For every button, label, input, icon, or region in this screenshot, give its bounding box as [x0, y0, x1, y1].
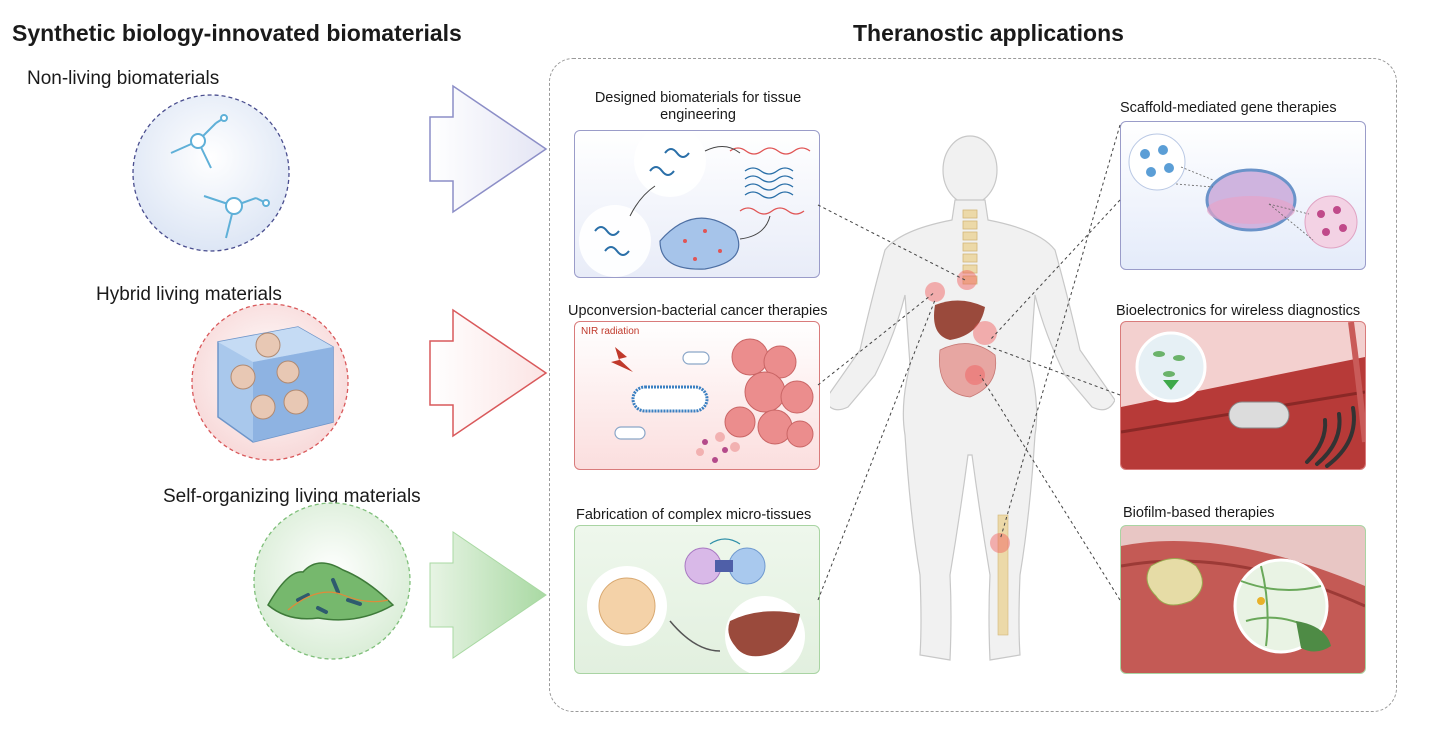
- panel-gene-therapies: [1120, 121, 1366, 270]
- organoid-liver-illustration: [587, 538, 805, 673]
- panel-title-gene: Scaffold-mediated gene therapies: [1120, 100, 1337, 116]
- applications-frame: [549, 58, 1397, 712]
- lightning-icon: [611, 347, 633, 372]
- arrow-red: [429, 308, 548, 438]
- non-living-circle: [132, 94, 290, 252]
- molecule-icon: [170, 114, 270, 239]
- leg-bone-icon: [997, 514, 1009, 636]
- panel-tissue-engineering: [574, 130, 820, 278]
- left-heading: Synthetic biology-innovated biomaterials: [12, 20, 462, 46]
- hydrogel-network-illustration: [579, 131, 811, 277]
- bacteria-tumor-illustration: [611, 338, 814, 463]
- biofilm-icon: [267, 562, 395, 621]
- self-organizing-circle: [253, 502, 411, 660]
- scaffold-virus-illustration: [1128, 133, 1358, 249]
- arrow-purple: [429, 84, 548, 214]
- panel-title-tissue: Designed biomaterials for tissue enginee…: [594, 90, 802, 123]
- ingestible-sensor-illustration: [1121, 322, 1365, 469]
- wireless-signal-icon: [1305, 406, 1356, 468]
- category-label-self-organizing: Self-organizing living materials: [163, 486, 421, 507]
- panel-bioelectronics: [1120, 321, 1366, 470]
- panel-upconversion: NIR radiation: [574, 321, 820, 470]
- right-heading: Theranostic applications: [853, 20, 1124, 46]
- spine-icon: [962, 209, 978, 285]
- panel-title-upconversion: Upconversion-bacterial cancer therapies: [568, 303, 828, 319]
- hydrogel-cube-icon: [217, 326, 334, 443]
- panel-microtissue: [574, 525, 820, 674]
- biofilm-illustration: [1121, 541, 1365, 673]
- organ-liver-icon: [934, 300, 985, 340]
- arrow-green: [429, 531, 547, 659]
- category-label-non-living: Non-living biomaterials: [27, 68, 220, 89]
- liver-icon: [728, 611, 800, 657]
- panel-title-biofilm: Biofilm-based therapies: [1123, 505, 1275, 521]
- nir-radiation-label: NIR radiation: [581, 326, 640, 337]
- panel-title-microtissue: Fabrication of complex micro-tissues: [576, 507, 812, 523]
- human-body-illustration: [830, 135, 1115, 661]
- category-label-hybrid-living: Hybrid living materials: [96, 284, 282, 305]
- hybrid-living-circle: [191, 303, 349, 461]
- panel-biofilm: [1120, 525, 1366, 674]
- panel-title-bioelectronics: Bioelectronics for wireless diagnostics: [1116, 303, 1361, 319]
